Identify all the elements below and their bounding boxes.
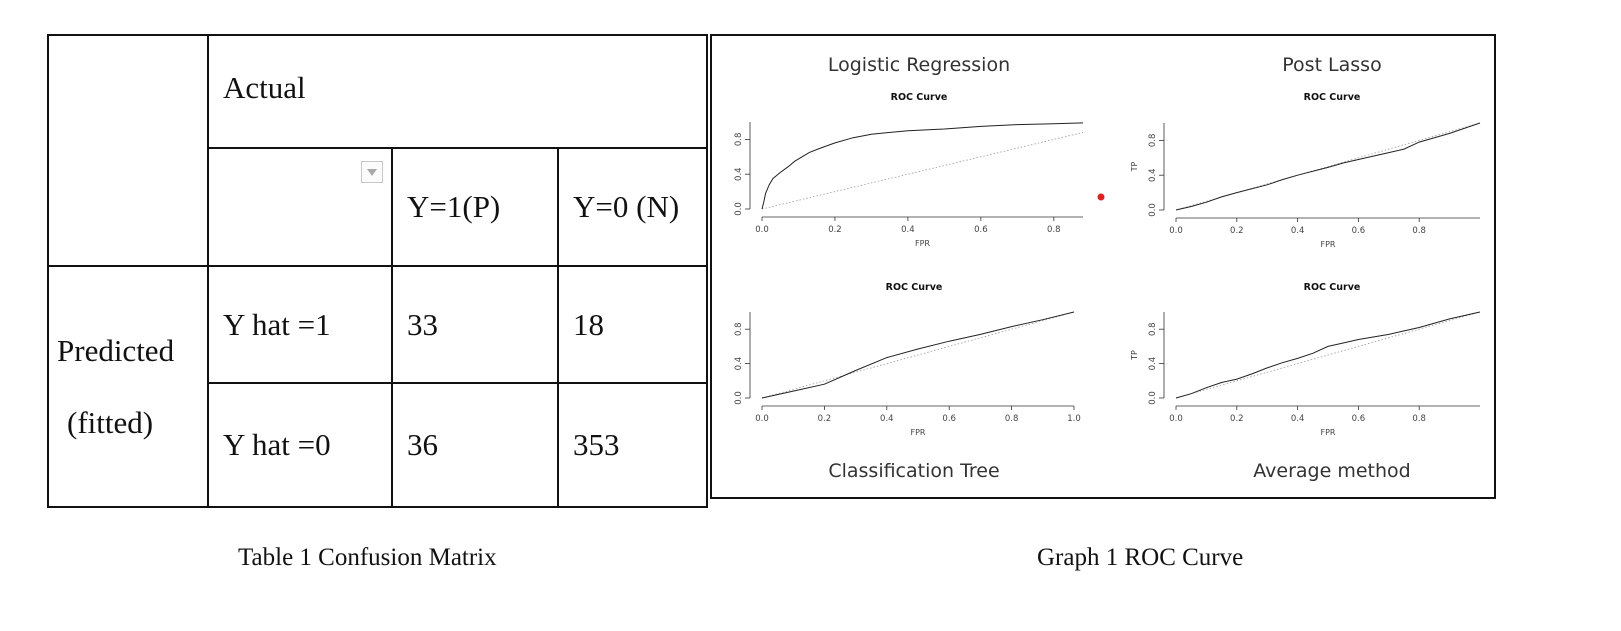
blank-subheader-cell — [207, 147, 393, 267]
model-title-logistic-regression: Logistic Regression — [828, 54, 1010, 76]
confusion-matrix-table: Actual Y=1(P) Y=0 (N) Predicted (fitted)… — [47, 34, 709, 508]
cell-tp: 33 — [391, 265, 559, 384]
graph-caption: Graph 1 ROC Curve — [1037, 544, 1244, 571]
x-tick-label-logistic-regression: 0.4 — [901, 225, 915, 235]
actual-header: Actual — [206, 34, 709, 149]
x-tick-label-post-lasso: 0.0 — [1169, 226, 1183, 236]
chevron-down-icon[interactable] — [361, 161, 383, 183]
y-tick-label-average-method: 0.4 — [1148, 357, 1158, 371]
roc-title-logistic-regression: ROC Curve — [891, 92, 948, 103]
model-title-post-lasso: Post Lasso — [1282, 54, 1381, 76]
y-tick-label-post-lasso: 0.0 — [1148, 203, 1158, 217]
y-tick-label-classification-tree: 0.8 — [734, 322, 744, 336]
x-tick-label-classification-tree: 1.0 — [1067, 414, 1081, 424]
predicted-label: Predicted — [57, 332, 175, 368]
x-tick-label-average-method: 0.6 — [1352, 414, 1366, 424]
x-tick-label-logistic-regression: 0.6 — [974, 225, 988, 235]
y-tick-label-average-method: 0.0 — [1148, 391, 1158, 405]
predicted-header: Predicted (fitted) — [47, 265, 209, 508]
x-tick-label-average-method: 0.2 — [1230, 414, 1244, 424]
y-tick-label-post-lasso: 0.8 — [1148, 134, 1158, 148]
y-axis-label-average-method: TP — [1130, 350, 1139, 361]
x-tick-label-post-lasso: 0.4 — [1291, 226, 1305, 236]
y-tick-label-average-method: 0.8 — [1148, 322, 1158, 336]
x-tick-label-classification-tree: 0.4 — [880, 414, 894, 424]
x-tick-label-post-lasso: 0.8 — [1412, 226, 1426, 236]
confusion-matrix: Actual Y=1(P) Y=0 (N) Predicted (fitted)… — [47, 34, 709, 508]
roc-title-average-method: ROC Curve — [1304, 282, 1361, 293]
column-header-positive: Y=1(P) — [391, 147, 559, 267]
roc-curve-average-method — [1175, 311, 1481, 399]
y-tick-label-logistic-regression: 0.0 — [734, 202, 744, 216]
y-axis-label-post-lasso: TP — [1130, 161, 1139, 172]
x-tick-label-average-method: 0.4 — [1291, 414, 1305, 424]
fitted-label: (fitted) — [67, 404, 154, 440]
x-tick-label-logistic-regression: 0.8 — [1047, 225, 1061, 235]
y-tick-label-logistic-regression: 0.4 — [734, 167, 744, 181]
diagonal-line-logistic-regression — [761, 132, 1084, 210]
roc-curve-post-lasso — [1175, 122, 1481, 211]
red-marker-dot — [1097, 193, 1105, 201]
x-axis-label-classification-tree: FPR — [911, 428, 926, 437]
y-tick-label-logistic-regression: 0.8 — [734, 133, 744, 147]
x-tick-label-classification-tree: 0.6 — [942, 414, 956, 424]
roc-title-classification-tree: ROC Curve — [886, 282, 943, 293]
x-tick-label-logistic-regression: 0.0 — [755, 225, 769, 235]
x-tick-label-classification-tree: 0.0 — [755, 414, 769, 424]
row-label-yhat0: Y hat =0 — [207, 382, 393, 508]
cell-fn: 36 — [391, 382, 559, 508]
diagonal-line-classification-tree — [761, 311, 1075, 399]
y-tick-label-classification-tree: 0.4 — [734, 357, 744, 371]
cell-fp: 18 — [556, 265, 709, 384]
x-tick-label-classification-tree: 0.8 — [1005, 414, 1019, 424]
roc-curve-classification-tree — [761, 311, 1075, 399]
x-tick-label-classification-tree: 0.2 — [818, 414, 832, 424]
cell-tn: 353 — [556, 382, 709, 508]
y-tick-label-classification-tree: 0.0 — [734, 391, 744, 405]
column-header-negative: Y=0 (N) — [556, 147, 709, 267]
x-tick-label-post-lasso: 0.2 — [1230, 226, 1244, 236]
y-tick-label-post-lasso: 0.4 — [1148, 168, 1158, 182]
diagonal-line-average-method — [1175, 311, 1481, 399]
x-tick-label-average-method: 0.0 — [1169, 414, 1183, 424]
x-tick-label-logistic-regression: 0.2 — [828, 225, 842, 235]
x-tick-label-post-lasso: 0.6 — [1352, 226, 1366, 236]
row-label-yhat1: Y hat =1 — [207, 265, 393, 384]
corner-cell — [47, 34, 209, 267]
x-axis-label-average-method: FPR — [1321, 428, 1336, 437]
model-title-average-method: Average method — [1253, 460, 1410, 482]
roc-title-post-lasso: ROC Curve — [1304, 92, 1361, 103]
table-caption: Table 1 Confusion Matrix — [238, 544, 497, 571]
x-tick-label-average-method: 0.8 — [1412, 414, 1426, 424]
roc-curve-logistic-regression — [761, 122, 1084, 210]
x-axis-label-logistic-regression: FPR — [915, 239, 930, 248]
x-axis-label-post-lasso: FPR — [1321, 240, 1336, 249]
model-title-classification-tree: Classification Tree — [828, 460, 999, 482]
